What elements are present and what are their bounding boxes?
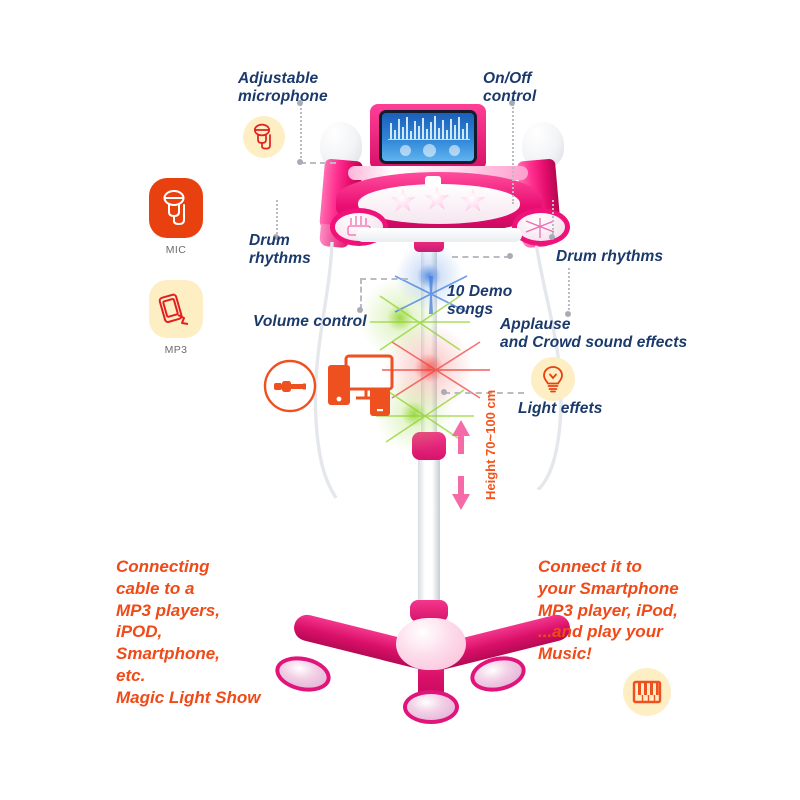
connector-volume-h	[360, 278, 408, 280]
connector-drum-left	[276, 200, 278, 238]
play-button[interactable]	[423, 144, 436, 157]
light-effects-chip	[531, 357, 575, 401]
promo-left: Connecting cable to a MP3 players, iPOD,…	[116, 557, 261, 707]
mp3-player-icon	[158, 293, 189, 325]
piano-chip	[623, 668, 671, 716]
next-button[interactable]	[449, 145, 460, 156]
foot-pad-front	[403, 690, 459, 724]
phone-screen	[382, 113, 474, 161]
mp3-caption: MP3	[164, 344, 188, 356]
connector-light	[444, 392, 524, 394]
smartphone	[379, 110, 477, 164]
callout-drum-rhythms-right: Drum rhythms	[556, 248, 664, 265]
lightbulb-icon	[543, 366, 563, 393]
callout-drum-rhythms-left: Drum rhythms	[249, 232, 311, 268]
height-arrow-up	[452, 420, 470, 454]
connector-adjustable-mic	[300, 104, 302, 162]
height-label: Height 70~100 cm	[483, 389, 498, 500]
microphone-icon	[253, 123, 271, 150]
height-arrow-down	[452, 476, 470, 510]
callout-adjustable-microphone: Adjustable microphone	[238, 70, 328, 106]
mic-cable-right	[534, 241, 563, 490]
promo-right: Connect it to your Smartphone MP3 player…	[538, 557, 679, 663]
callout-volume-control: Volume control	[253, 313, 367, 330]
mic-cable-left	[313, 241, 338, 499]
connector-onoff	[512, 104, 514, 204]
foot-pad-left	[272, 651, 334, 697]
connector-demo	[452, 256, 510, 258]
mp3-chip[interactable]	[149, 280, 203, 338]
mic-chip[interactable]	[149, 178, 203, 238]
callout-applause: Applause and Crowd sound effects	[500, 316, 688, 352]
prev-button[interactable]	[400, 145, 411, 156]
light-spikes	[370, 275, 490, 443]
piano-keyboard-icon	[632, 680, 662, 704]
onoff-switch[interactable]	[425, 176, 441, 187]
stand-pole-lower	[418, 455, 440, 645]
mic-caption: MIC	[165, 244, 187, 256]
microphone-icon	[163, 190, 185, 226]
adjustable-mic-chip	[243, 116, 285, 158]
audio-jack-icon	[263, 359, 317, 413]
connector-volume-v	[360, 278, 362, 310]
base-hub	[396, 618, 466, 670]
devices-icon	[328, 354, 394, 416]
callout-demo-songs: 10 Demo songs	[447, 283, 513, 319]
pole-base-collar	[410, 600, 448, 622]
callout-onoff-control: On/Off control	[483, 70, 537, 106]
drum-pad-right-graphic	[525, 218, 555, 238]
console-bridge	[356, 228, 522, 242]
connector-applause	[568, 268, 570, 314]
callout-light-effects: Light effets	[518, 400, 603, 417]
connector-drum-right	[552, 200, 554, 238]
